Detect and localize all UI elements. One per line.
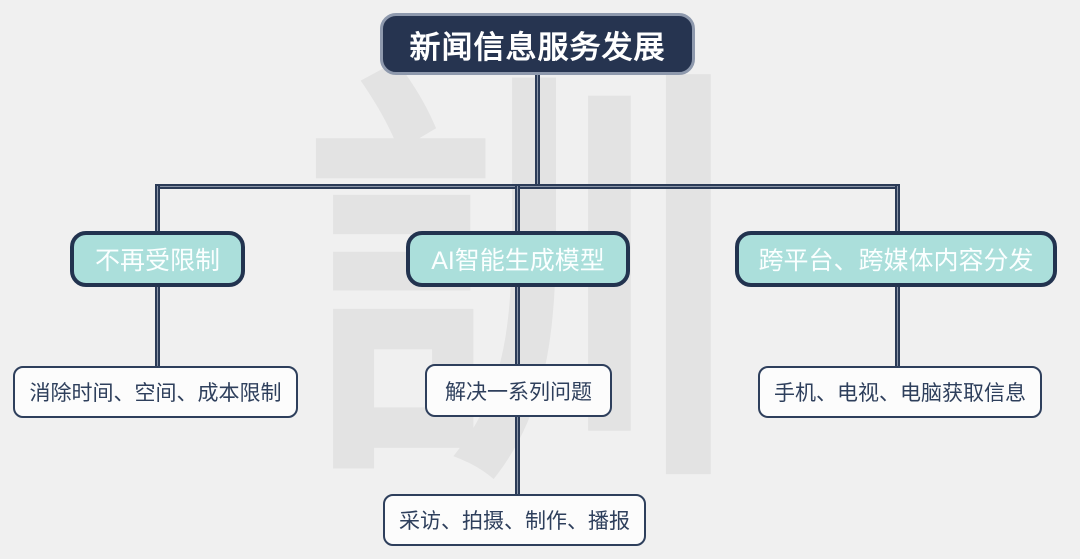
connector-crossbar <box>155 184 900 189</box>
branch-node-distribution[interactable]: 跨平台、跨媒体内容分发 <box>735 231 1057 287</box>
leaf-node-remove-limits[interactable]: 消除时间、空间、成本限制 <box>13 366 298 418</box>
root-node[interactable]: 新闻信息服务发展 <box>380 13 695 75</box>
connector-stub-branch-3 <box>895 186 900 232</box>
branch-node-unrestricted[interactable]: 不再受限制 <box>70 231 245 287</box>
branch-node-ai-model[interactable]: AI智能生成模型 <box>406 231 630 287</box>
connector-branch1-leaf1 <box>155 285 160 368</box>
leaf-node-solve-problems[interactable]: 解决一系列问题 <box>425 364 612 417</box>
connector-root-trunk <box>535 75 540 186</box>
connector-leaf2-leaf4 <box>515 415 520 496</box>
leaf-node-devices-access[interactable]: 手机、电视、电脑获取信息 <box>758 366 1042 418</box>
connector-branch3-leaf3 <box>895 285 900 368</box>
connector-branch2-leaf2 <box>515 285 520 366</box>
connector-stub-branch-2 <box>515 186 520 232</box>
connector-stub-branch-1 <box>155 186 160 232</box>
leaf-node-production-steps[interactable]: 采访、拍摄、制作、播报 <box>383 494 646 546</box>
